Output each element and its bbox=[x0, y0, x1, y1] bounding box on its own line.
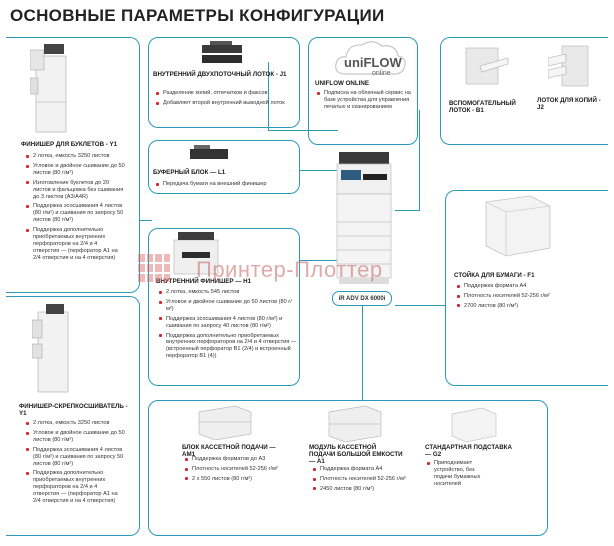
cassette-a1-title: МОДУЛЬ КАССЕТНОЙ ПОДАЧИ БОЛЬШОЙ ЕМКОСТИ … bbox=[309, 444, 403, 465]
list-item: Приподнимает устройство, без подачи бума… bbox=[426, 460, 488, 488]
watermark-logo bbox=[138, 254, 170, 282]
connector-line bbox=[300, 260, 340, 261]
list-item: Поддержка форматов до A3 bbox=[184, 456, 288, 463]
uniflow-title: UNIFLOW ONLINE bbox=[315, 80, 369, 87]
finisher-staple-image bbox=[32, 304, 69, 393]
copy-tray-title: ЛОТОК ДЛЯ КОПИЙ - J2 bbox=[537, 97, 601, 111]
uniflow-panel bbox=[308, 37, 418, 145]
list-item: Плотность носителей 52-256 г/м² bbox=[184, 466, 288, 473]
list-item: Изготовление буклетов до 20 листов и фал… bbox=[25, 180, 125, 201]
finisher-staple-list: 2 лотка, емкость 3250 листов Угловое и д… bbox=[25, 420, 125, 508]
cassette-am1-title: БЛОК КАССЕТНОЙ ПОДАЧИ — AM1 bbox=[182, 444, 276, 458]
trays-panel bbox=[440, 37, 608, 145]
finisher-booklet-title: ФИНИШЕР ДЛЯ БУКЛЕТОВ - Y1 bbox=[21, 141, 118, 148]
list-item: Угловое и двойное сшивание до 50 листов … bbox=[25, 430, 125, 444]
paper-stand-list: Поддержка формата А4 Плотность носителей… bbox=[456, 283, 596, 313]
list-item: 2 x 550 листов (80 г/м²) bbox=[184, 476, 288, 483]
list-item: Поддержка эсосшивания 4 листов (80 г/м²)… bbox=[25, 447, 125, 468]
list-item: 2700 листов (80 г/м²) bbox=[456, 303, 596, 310]
list-item: Передача бумаги на внешний финишер bbox=[155, 181, 297, 188]
list-item: Поддержка формата А4 bbox=[312, 466, 406, 473]
buffer-list: Передача бумаги на внешний финишер bbox=[155, 181, 297, 191]
uniflow-logo: uniFLOW bbox=[344, 55, 402, 70]
inner-finisher-title: ВНУТРЕННИЙ ФИНИШЕР — H1 bbox=[156, 278, 252, 285]
connector-line bbox=[395, 305, 445, 306]
list-item: Угловое и двойное сшивание до 50 листов … bbox=[158, 299, 298, 313]
connector-line bbox=[268, 62, 269, 130]
page-title: ОСНОВНЫЕ ПАРАМЕТРЫ КОНФИГУРАЦИИ bbox=[10, 6, 385, 25]
list-item: Плотность носителей 52-256 г/м² bbox=[456, 293, 596, 300]
list-item: Поддержка эсосшивания 4 листов (80 г/м²)… bbox=[25, 203, 125, 224]
buffer-title: БУФЕРНЫЙ БЛОК — L1 bbox=[153, 169, 226, 176]
connector-line bbox=[395, 210, 420, 211]
inner-finisher-list: 2 лотка, емкость 545 листов Угловое и дв… bbox=[158, 289, 298, 363]
list-item: Добавляет второй внутренний выводной лот… bbox=[155, 100, 295, 107]
finisher-booklet-image bbox=[30, 44, 67, 133]
list-item: Плотность носителей 52-256 г/м² bbox=[312, 476, 406, 483]
finisher-staple-panel bbox=[6, 296, 140, 536]
paper-stand-title: СТОЙКА ДЛЯ БУМАГИ - F1 bbox=[454, 272, 535, 279]
inner-tray-list: Разделение копий, отпечатков и факсов До… bbox=[155, 90, 295, 110]
connector-line bbox=[140, 220, 152, 221]
list-item: 2450 листов (80 г/м²) bbox=[312, 486, 406, 493]
list-item: Поддержка формата А4 bbox=[456, 283, 596, 290]
uniflow-logo-text: uniFLOW bbox=[344, 55, 402, 70]
list-item: 2 лотка, емкость 545 листов bbox=[158, 289, 298, 296]
list-item: Поддержка эсосшивания 4 листов (80 г/м²)… bbox=[158, 316, 298, 330]
finisher-booklet-list: 2 лотка, емкость 3250 листов Угловое и д… bbox=[25, 153, 125, 265]
paper-stand-image bbox=[485, 195, 551, 257]
uniflow-list: Подписка на облачный сервис на базе устр… bbox=[316, 90, 412, 114]
cassette-am1-list: Поддержка форматов до A3 Плотность носит… bbox=[184, 456, 288, 486]
list-item: 2 лотка, емкость 3250 листов bbox=[25, 153, 125, 160]
aux-tray-image bbox=[465, 47, 509, 85]
paper-stand-panel bbox=[445, 190, 608, 386]
cassette-am1-image bbox=[198, 405, 252, 440]
connector-line bbox=[300, 170, 340, 171]
inner-tray-image bbox=[202, 41, 242, 63]
connector-line bbox=[268, 130, 338, 131]
cassette-panel bbox=[148, 400, 548, 536]
stand-g2-title: СТАНДАРТНАЯ ПОДСТАВКА — G2 bbox=[425, 444, 512, 458]
list-item: Поддержка дополнительно приобретаемых вн… bbox=[158, 333, 298, 361]
list-item: 2 лотка, емкость 3250 листов bbox=[25, 420, 125, 427]
list-item: Поддержка дополнительно приобретаемых вн… bbox=[25, 470, 125, 505]
connector-line bbox=[362, 305, 363, 400]
cassette-a1-list: Поддержка формата А4 Плотность носителей… bbox=[312, 466, 406, 496]
finisher-staple-title: ФИНИШЕР-СКРЕПКОСШИВАТЕЛЬ - Y1 bbox=[19, 403, 128, 417]
list-item: Разделение копий, отпечатков и факсов bbox=[155, 90, 295, 97]
inner-finisher-image bbox=[173, 232, 219, 275]
list-item: Угловое и двойное сшивание до 50 листов … bbox=[25, 163, 125, 177]
list-item: Поддержка дополнительно приобретаемых вн… bbox=[25, 227, 125, 262]
connector-line bbox=[419, 110, 420, 210]
finisher-booklet-panel bbox=[6, 37, 140, 293]
uniflow-logo-sub: online bbox=[372, 70, 391, 77]
cassette-a1-image bbox=[328, 405, 382, 442]
inner-tray-title: ВНУТРЕННИЙ ДВУХПОТОЧНЫЙ ЛОТОК - J1 bbox=[153, 71, 287, 78]
printer-model-label: iR ADV DX 6000i bbox=[332, 291, 392, 306]
buffer-panel bbox=[148, 140, 300, 194]
inner-finisher-panel bbox=[148, 228, 300, 386]
buffer-image bbox=[190, 145, 228, 159]
cloud-icon bbox=[335, 41, 406, 75]
list-item: Подписка на облачный сервис на базе устр… bbox=[316, 90, 412, 111]
aux-tray-title: ВСПОМОГАТЕЛЬНЫЙ ЛОТОК - B1 bbox=[449, 100, 516, 114]
copy-tray-image bbox=[548, 45, 589, 87]
stand-g2-image bbox=[451, 407, 497, 442]
watermark-text: Принтер-Плоттер bbox=[196, 257, 383, 282]
stand-g2-list: Приподнимает устройство, без подачи бума… bbox=[426, 460, 488, 491]
printer-image bbox=[336, 152, 392, 284]
inner-tray-panel bbox=[148, 37, 300, 128]
